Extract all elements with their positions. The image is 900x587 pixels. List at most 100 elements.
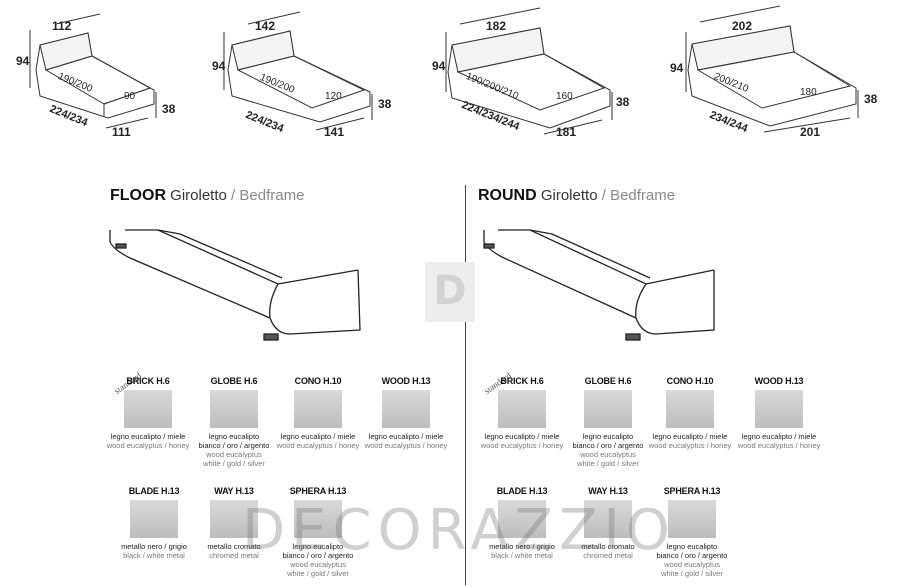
foot-title: WOOD H.13 [754, 376, 804, 386]
foot-title: BRICK H.6 [126, 376, 170, 386]
foot-photo [124, 390, 172, 428]
foot-title: SPHERA H.13 [289, 486, 347, 496]
foot-material-it: metallo nero / grigio [121, 542, 187, 551]
foot-material-it: legno eucalipto / miele [652, 432, 728, 441]
foot-title: WAY H.13 [214, 486, 254, 496]
foot-photo [498, 500, 546, 538]
bed-3-height: 94 [432, 59, 446, 73]
foot-material-en: black / white metal [123, 551, 185, 560]
bed-diagram-1 [29, 13, 157, 129]
foot-finish-en: white / gold / silver [203, 459, 265, 468]
round-bedframe-drawing [483, 229, 715, 341]
round-foot-globe[interactable]: GLOBE H.6 legno eucalipto bianco / oro /… [560, 376, 656, 468]
foot-material-it: legno eucalipto [666, 542, 718, 551]
foot-title: BLADE H.13 [496, 486, 548, 496]
bed-4-height: 94 [670, 61, 684, 75]
bed-2-height: 94 [212, 59, 226, 73]
foot-title: GLOBE H.6 [210, 376, 258, 386]
foot-material-en: wood eucalyptus / honey [276, 441, 360, 450]
foot-material-en: wood eucalyptus / honey [648, 441, 732, 450]
foot-finish-it: bianco / oro / argento [282, 551, 354, 560]
round-sep: / [597, 187, 611, 204]
foot-material-en: wood eucalyptus / honey [364, 441, 448, 450]
floor-section-title: FLOOR Giroletto / Bedframe [110, 188, 304, 204]
section-divider [465, 185, 466, 585]
bed-3-frame-height: 38 [616, 95, 630, 109]
floor-sep: / [226, 187, 240, 204]
foot-material-en: wood eucalyptus [664, 560, 720, 569]
bed-1-width: 112 [52, 19, 72, 33]
round-section-title: ROUND Giroletto / Bedframe [478, 188, 675, 204]
foot-photo [498, 390, 546, 428]
foot-title: GLOBE H.6 [584, 376, 632, 386]
bed-2-mattress-width: 120 [325, 91, 342, 102]
foot-material-en: wood eucalyptus / honey [480, 441, 564, 450]
bed-diagram-3 [445, 7, 613, 135]
foot-photo [666, 390, 714, 428]
bed-3-inner-width: 181 [556, 125, 577, 139]
foot-photo [382, 390, 430, 428]
bed-4-frame-height: 38 [864, 92, 878, 106]
floor-bedframe-drawing [109, 229, 361, 341]
floor-foot-globe[interactable]: GLOBE H.6 legno eucalipto bianco / oro /… [186, 376, 282, 468]
floor-foot-sphera[interactable]: SPHERA H.13 legno eucalipto bianco / oro… [270, 486, 366, 578]
floor-label-it: Giroletto [170, 187, 227, 204]
foot-material-en: wood eucalyptus [290, 560, 346, 569]
bed-3-mattress-width: 160 [556, 91, 573, 102]
round-foot-cono[interactable]: CONO H.10 legno eucalipto / miele wood e… [642, 376, 738, 450]
bed-1-mattress-width: 90 [124, 91, 136, 102]
foot-material-en: wood eucalyptus / honey [106, 441, 190, 450]
round-name: ROUND [478, 187, 537, 204]
round-foot-blade[interactable]: BLADE H.13 metallo nero / grigio black /… [474, 486, 570, 560]
foot-material-it: metallo cromato [581, 542, 635, 551]
bed-2-frame-height: 38 [378, 97, 392, 111]
foot-finish-it: bianco / oro / argento [198, 441, 270, 450]
foot-finish-en: white / gold / silver [577, 459, 639, 468]
foot-finish-en: white / gold / silver [661, 569, 723, 578]
round-foot-brick[interactable]: BRICK H.6 legno eucalipto / miele wood e… [474, 376, 570, 450]
round-foot-way[interactable]: WAY H.13 metallo cromato chromed metal [560, 486, 656, 560]
round-foot-sphera[interactable]: SPHERA H.13 legno eucalipto bianco / oro… [644, 486, 740, 578]
foot-material-en: black / white metal [491, 551, 553, 560]
round-foot-wood[interactable]: WOOD H.13 legno eucalipto / miele wood e… [731, 376, 827, 450]
bed-diagrams [29, 5, 859, 135]
bed-1-frame-height: 38 [162, 102, 176, 116]
foot-photo [668, 500, 716, 538]
brand-logo: D [425, 262, 475, 322]
bed-3-width: 182 [486, 19, 507, 33]
foot-material-it: legno eucalipto / miele [741, 432, 817, 441]
round-label-en: Bedframe [610, 187, 676, 204]
bed-2-width: 142 [255, 19, 276, 33]
foot-photo [294, 500, 342, 538]
foot-title: WAY H.13 [588, 486, 628, 496]
foot-finish-it: bianco / oro / argento [572, 441, 644, 450]
foot-finish-en: white / gold / silver [287, 569, 349, 578]
foot-material-it: legno eucalipto [292, 542, 344, 551]
foot-photo [294, 390, 342, 428]
watermark: DECORAZZIO [242, 498, 676, 563]
foot-material-en: wood eucalyptus / honey [737, 441, 821, 450]
bed-1-inner-width: 111 [112, 125, 131, 139]
foot-material-en: chromed metal [583, 551, 633, 560]
foot-material-it: legno eucalipto [582, 432, 634, 441]
floor-foot-way[interactable]: WAY H.13 metallo cromato chromed metal [186, 486, 282, 560]
foot-photo [584, 500, 632, 538]
foot-material-it: metallo nero / grigio [489, 542, 555, 551]
bed-4-inner-width: 201 [800, 125, 821, 139]
floor-foot-blade[interactable]: BLADE H.13 metallo nero / grigio black /… [106, 486, 202, 560]
foot-material-it: legno eucalipto / miele [368, 432, 444, 441]
floor-foot-cono[interactable]: CONO H.10 legno eucalipto / miele wood e… [270, 376, 366, 450]
bed-diagram-2 [223, 11, 373, 131]
floor-foot-brick[interactable]: BRICK H.6 legno eucalipto / miele wood e… [100, 376, 196, 450]
foot-material-it: legno eucalipto / miele [484, 432, 560, 441]
floor-foot-wood[interactable]: WOOD H.13 legno eucalipto / miele wood e… [358, 376, 454, 450]
foot-photo [130, 500, 178, 538]
bed-diagram-4 [685, 5, 859, 133]
bed-2-inner-width: 141 [324, 125, 345, 139]
foot-material-en: wood eucalyptus [580, 450, 636, 459]
floor-name: FLOOR [110, 187, 166, 204]
bed-4-width: 202 [732, 19, 753, 33]
floor-label-en: Bedframe [239, 187, 305, 204]
foot-photo [584, 390, 632, 428]
foot-photo [210, 390, 258, 428]
